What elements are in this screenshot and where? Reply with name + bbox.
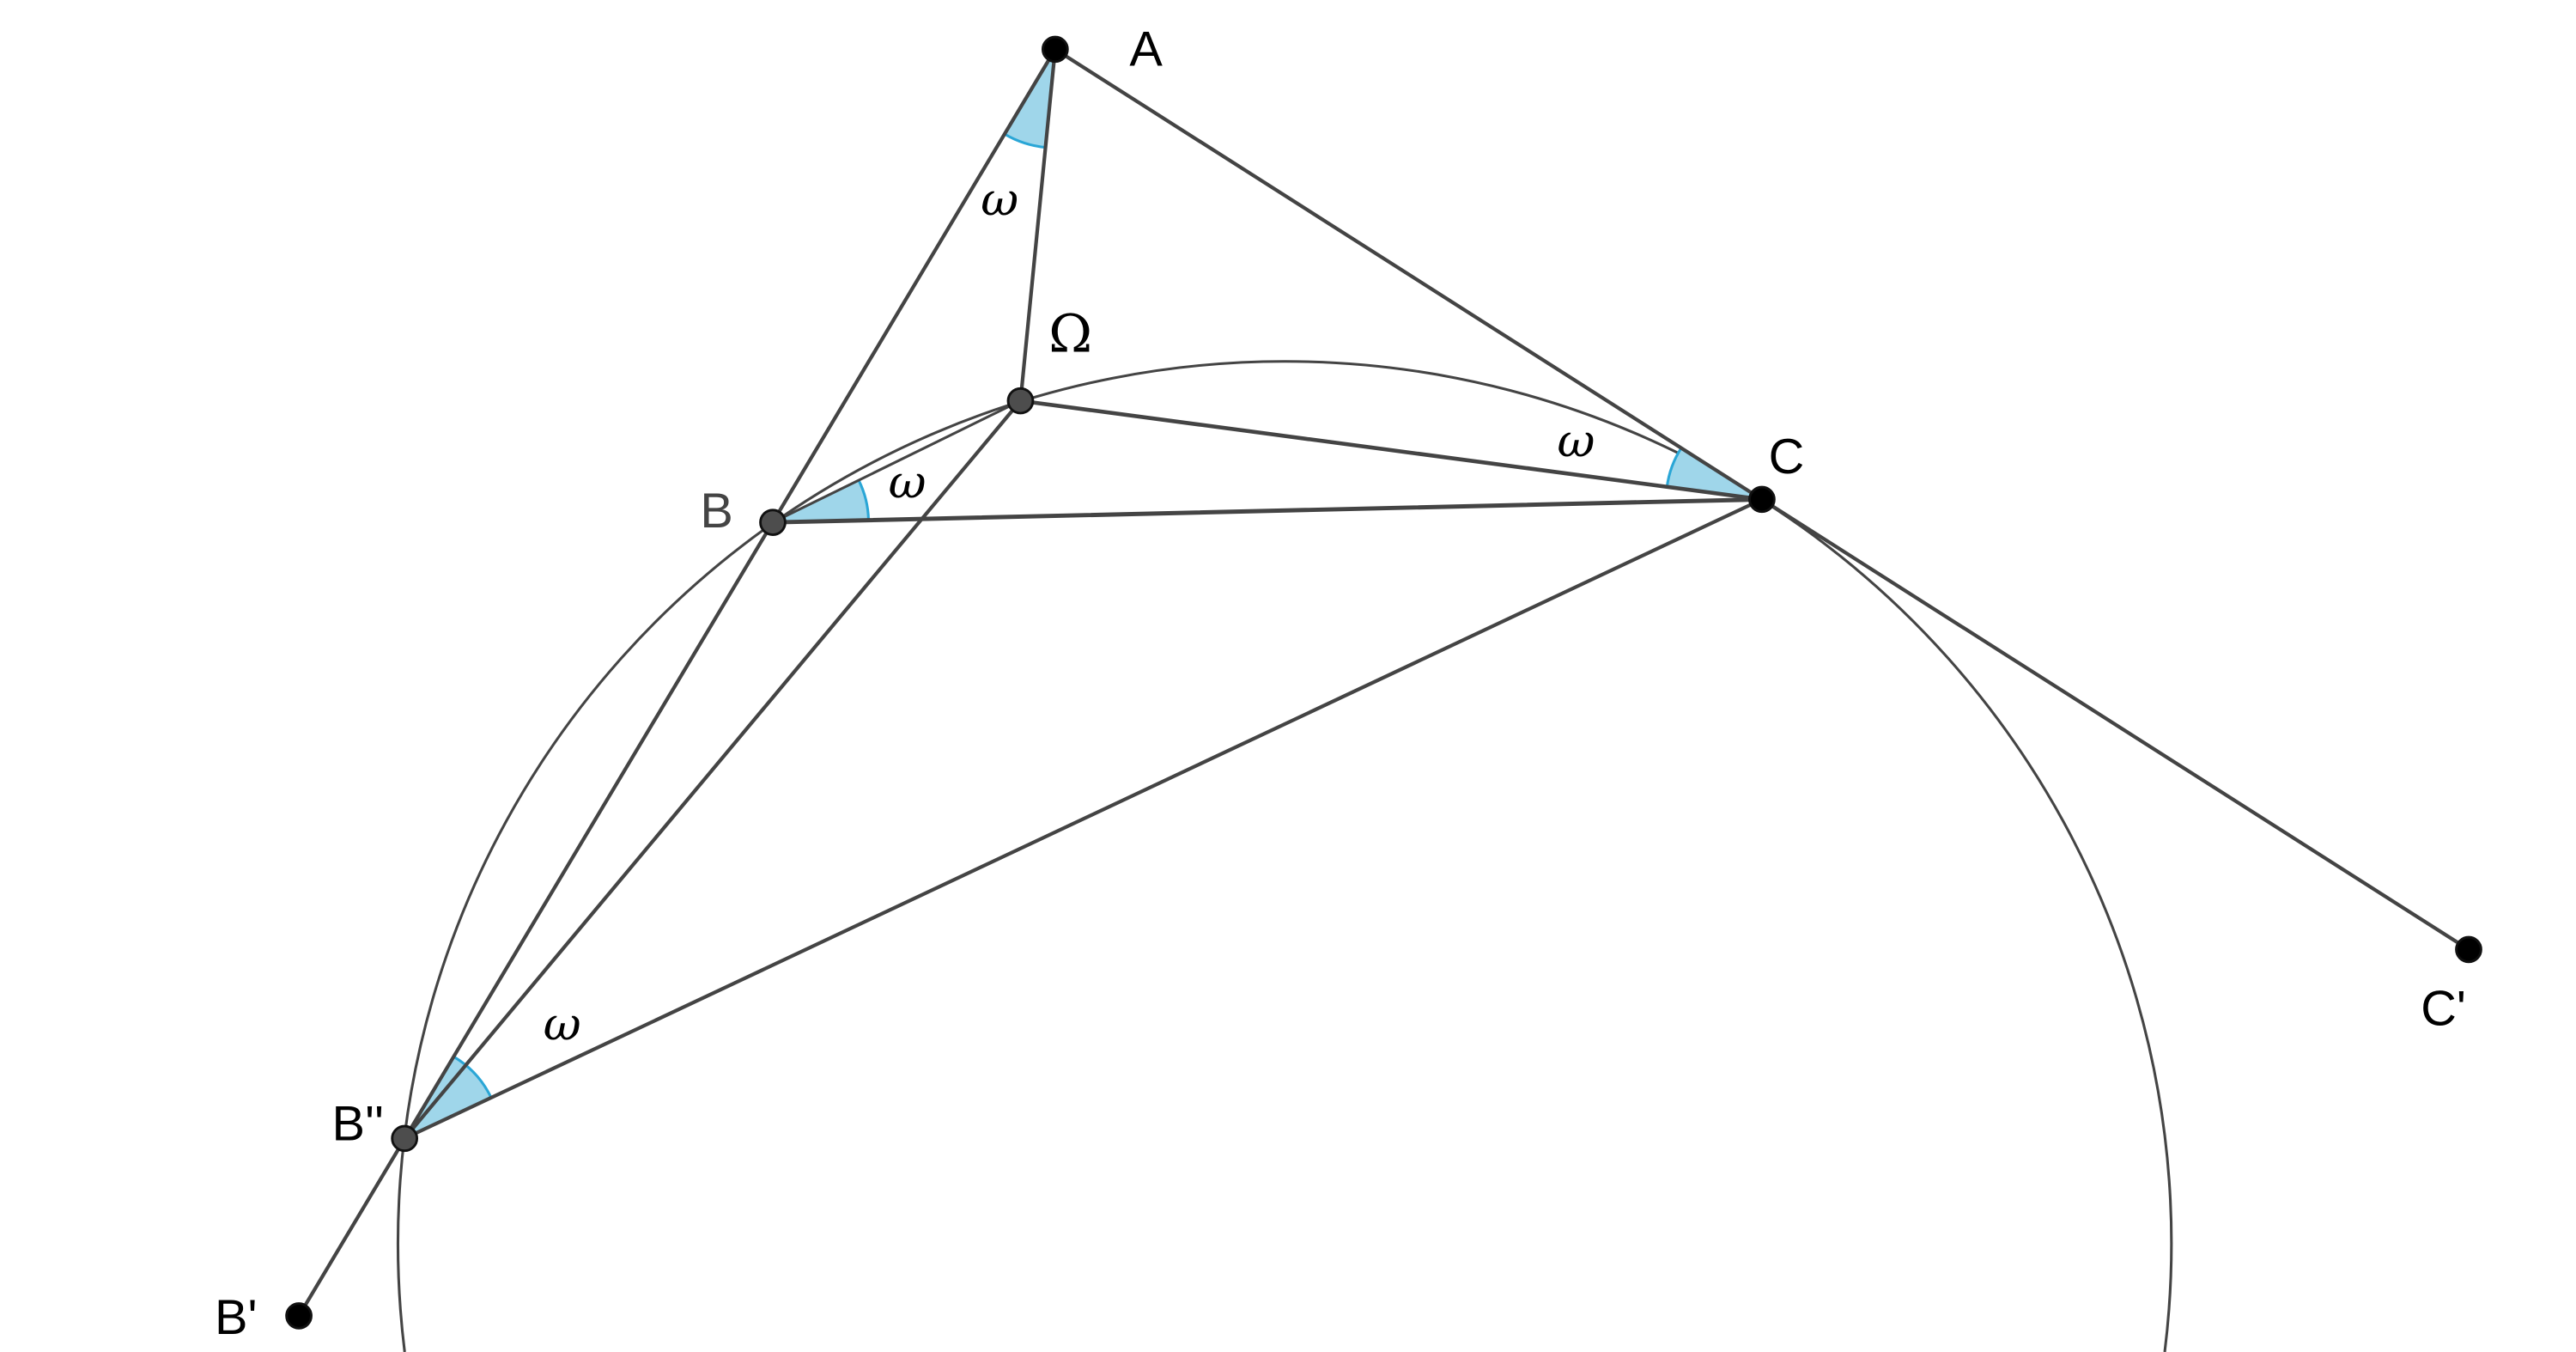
segment-B-omega[interactable] (771, 399, 1022, 524)
angle-label-C: ω (1557, 414, 1595, 468)
segment-omega-C[interactable] (1018, 399, 1765, 502)
angle-label-B-double-prime: ω (544, 997, 581, 1051)
point-omega[interactable] (1006, 387, 1035, 415)
line-A-B-prime[interactable] (296, 47, 1057, 1319)
segment-A-omega[interactable] (1018, 47, 1057, 403)
angle-label-B: ω (889, 455, 927, 509)
segment-BC[interactable] (770, 496, 1765, 525)
point-B-double-prime[interactable] (391, 1124, 419, 1153)
angle-marker-B-double-prime-arc (453, 1055, 493, 1099)
circle-through-B-omega-C[interactable] (396, 360, 2173, 1352)
point-C[interactable] (1748, 485, 1776, 514)
angle-label-A: ω (981, 173, 1018, 227)
angle-marker-B-double-prime (404, 1057, 491, 1139)
point-B[interactable] (759, 509, 787, 536)
angle-marker-C (1667, 448, 1762, 500)
point-B-prime[interactable] (285, 1302, 313, 1330)
label-A: A (1129, 22, 1163, 77)
label-B-double-prime: B'' (332, 1096, 384, 1151)
angle-marker-A-arc (1004, 132, 1046, 149)
segment-B-double-prime-C[interactable] (403, 497, 1765, 1141)
point-C-prime[interactable] (2455, 935, 2482, 964)
label-B-prime: B' (215, 1290, 257, 1345)
angle-marker-B-arc (857, 479, 871, 521)
label-C-prime: C' (2421, 982, 2466, 1037)
label-omega-point: Ω (1048, 303, 1092, 364)
label-C: C (1769, 429, 1805, 484)
segment-omega-B-double-prime[interactable] (403, 399, 1023, 1141)
angle-marker-C-arc (1665, 447, 1683, 487)
point-A[interactable] (1041, 35, 1069, 64)
label-B: B (700, 484, 732, 539)
